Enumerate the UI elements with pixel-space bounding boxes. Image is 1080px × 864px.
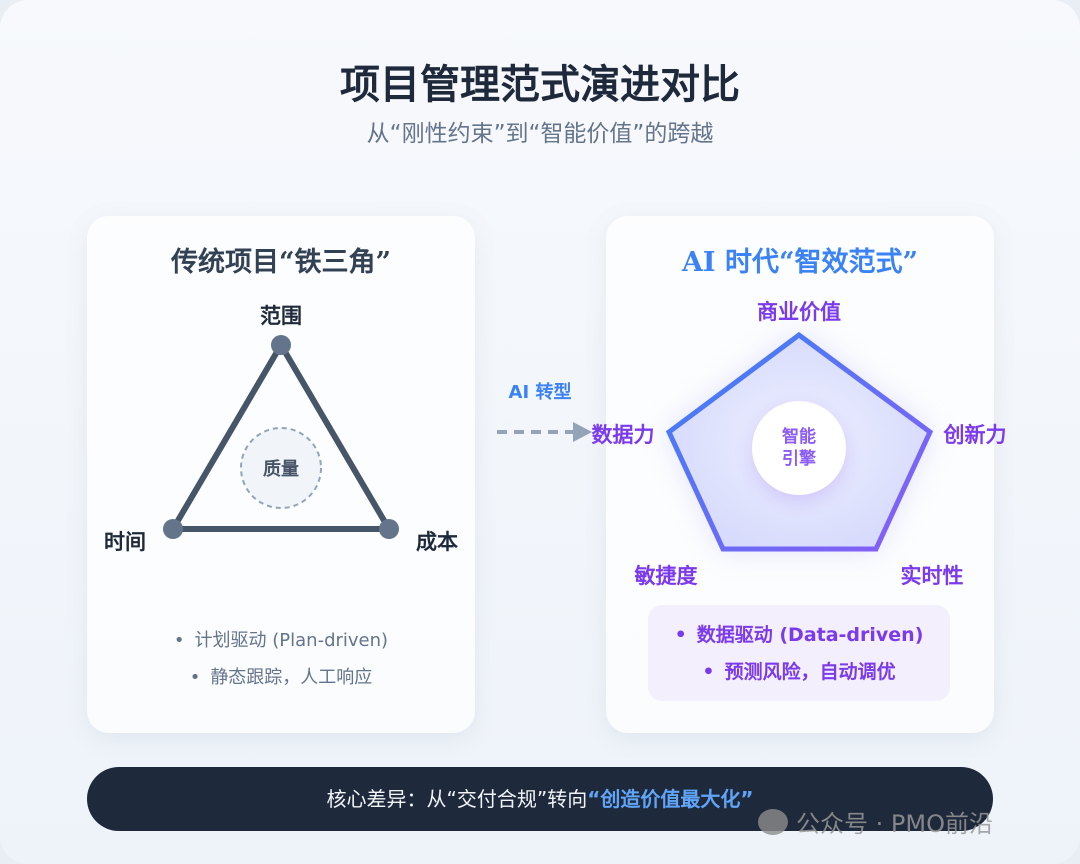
vertex-label-agility: 敏捷度	[634, 564, 698, 588]
page-subtitle: 从“刚性约束”到“智能价值”的跨越	[366, 121, 714, 147]
vertex-label-scope: 范围	[260, 304, 302, 328]
ai-card-title: AI 时代“智效范式”	[681, 247, 919, 278]
core-difference-banner: 核心差异：从“交付合规”转向“创造价值最大化”	[87, 767, 993, 831]
watermark: 公众号 · PMO前沿	[758, 804, 993, 839]
bullet-item: •静态跟踪，人工响应	[189, 667, 373, 688]
bullet-item: •数据驱动 (Data-driven)	[674, 624, 924, 646]
wechat-icon	[758, 808, 788, 835]
vertex-label-cost: 成本	[416, 530, 458, 554]
traditional-bullets: •计划驱动 (Plan-driven) •静态跟踪，人工响应	[87, 622, 475, 696]
vertex-label-business-value: 商业价值	[757, 300, 841, 324]
vertex-label-data: 数据力	[591, 423, 655, 447]
bullet-item: •计划驱动 (Plan-driven)	[173, 630, 389, 651]
bullet-item: •预测风险，自动调优	[702, 661, 896, 683]
center-label-quality: 质量	[263, 459, 299, 480]
arrow-head-icon	[573, 422, 592, 442]
transition-label: AI 转型	[508, 382, 572, 403]
vertex-label-realtime: 实时性	[900, 564, 964, 588]
page-title: 项目管理范式演进对比	[340, 61, 740, 108]
intelligence-engine-circle: 智能 引擎	[752, 401, 846, 495]
ai-bullets-box: •数据驱动 (Data-driven) •预测风险，自动调优	[648, 605, 950, 701]
vertex-label-time: 时间	[104, 530, 146, 554]
traditional-card-title: 传统项目“铁三角”	[170, 247, 392, 278]
vertex-label-innovation: 创新力	[943, 423, 1007, 447]
